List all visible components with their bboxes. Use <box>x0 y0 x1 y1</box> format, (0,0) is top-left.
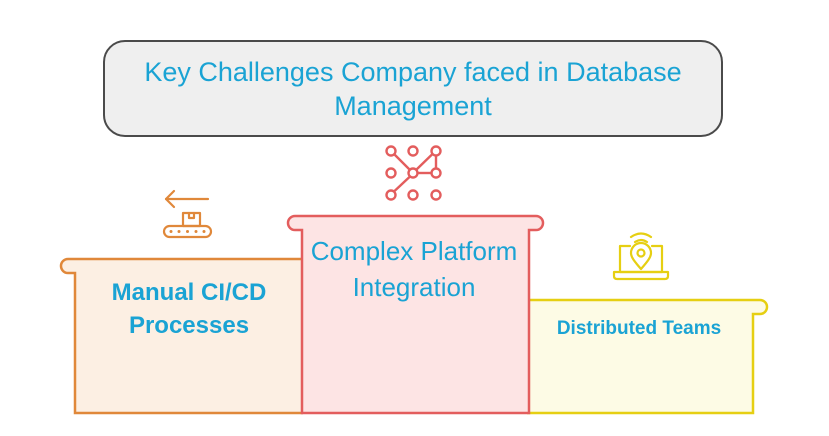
step-label-manual-cicd: Manual CI/CD Processes <box>111 279 267 339</box>
laptop-location-icon <box>612 232 670 281</box>
diagram-title: Key Challenges Company faced in Database… <box>103 40 723 137</box>
podium-block-complex-integration <box>286 214 545 415</box>
podium-block-distributed-teams <box>527 298 769 415</box>
step-label-complex-integration: Complex Platform Integration <box>310 236 518 302</box>
step-label-distributed-teams: Distributed Teams <box>556 318 722 339</box>
network-nodes-icon <box>385 145 442 201</box>
podium-block-manual-cicd <box>59 257 303 415</box>
conveyor-belt-arrow-icon <box>162 189 213 239</box>
